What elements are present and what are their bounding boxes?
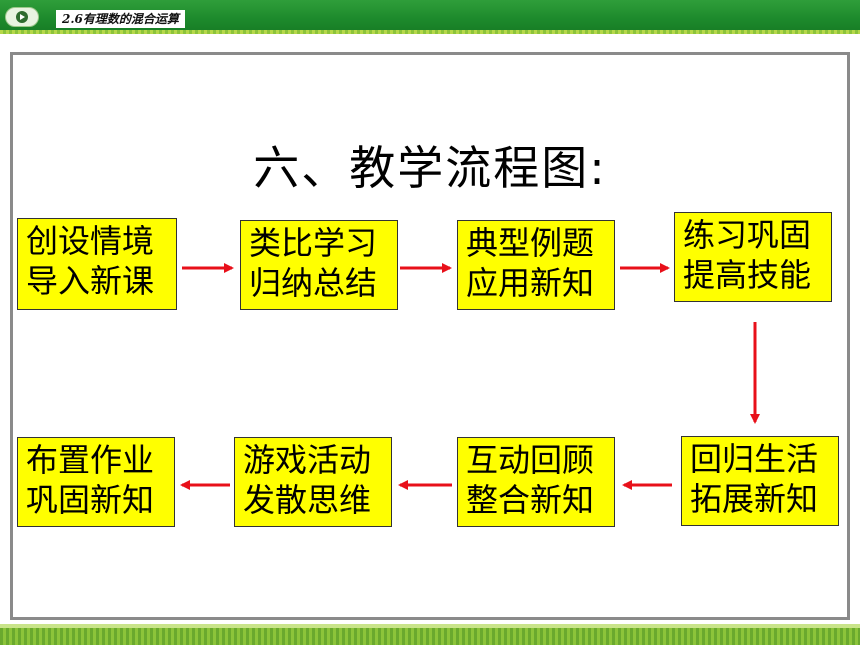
step-box-5: 回归生活 拓展新知 xyxy=(681,436,839,526)
step-label: 导入新课 xyxy=(26,262,155,300)
step-box-3: 典型例题 应用新知 xyxy=(457,220,615,310)
step-label: 提高技能 xyxy=(683,256,812,294)
step-box-4: 练习巩固 提高技能 xyxy=(674,212,832,302)
page-title: 六、教学流程图: xyxy=(253,141,607,195)
step-label: 互动回顾 xyxy=(466,441,595,479)
top-header-bar: 2.6有理数的混合运算 xyxy=(0,0,860,34)
play-button[interactable] xyxy=(5,7,39,27)
step-label: 应用新知 xyxy=(466,264,595,302)
step-label: 布置作业 xyxy=(26,441,155,479)
footer-bar xyxy=(0,628,860,645)
step-label: 归纳总结 xyxy=(249,264,378,302)
step-box-6: 互动回顾 整合新知 xyxy=(457,437,615,527)
header-stripe xyxy=(0,30,860,34)
step-box-1: 创设情境 导入新课 xyxy=(17,218,177,310)
step-box-7: 游戏活动 发散思维 xyxy=(234,437,392,527)
step-label: 创设情境 xyxy=(26,222,155,260)
step-box-2: 类比学习 归纳总结 xyxy=(240,220,398,310)
step-box-8: 布置作业 巩固新知 xyxy=(17,437,175,527)
step-label: 典型例题 xyxy=(466,224,595,262)
step-label: 整合新知 xyxy=(466,481,595,519)
lesson-title-tag: 2.6有理数的混合运算 xyxy=(56,10,185,28)
step-label: 拓展新知 xyxy=(690,480,819,518)
step-label: 回归生活 xyxy=(690,440,819,478)
step-label: 发散思维 xyxy=(243,481,372,519)
footer-line xyxy=(0,624,860,628)
step-label: 练习巩固 xyxy=(683,216,812,254)
play-icon xyxy=(16,11,28,23)
step-label: 游戏活动 xyxy=(243,441,372,479)
step-label: 类比学习 xyxy=(249,224,378,262)
step-label: 巩固新知 xyxy=(26,481,155,519)
